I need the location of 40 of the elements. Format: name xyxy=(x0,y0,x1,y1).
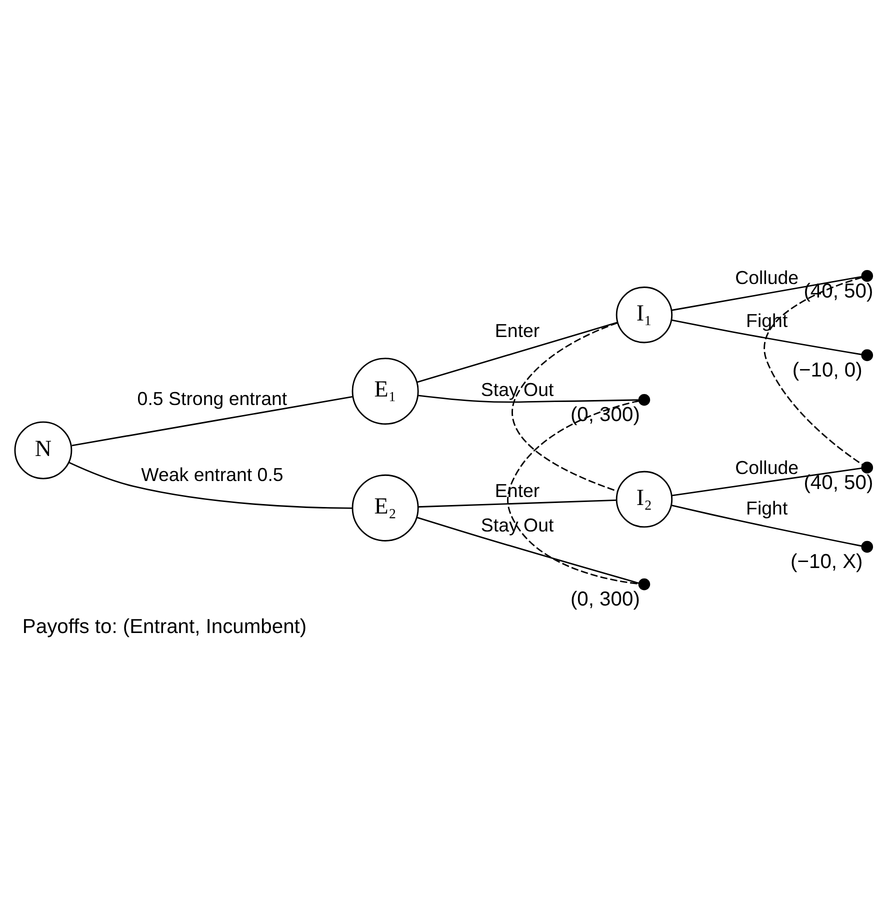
edge-label: Enter xyxy=(494,480,540,501)
node-label: (0, 300) xyxy=(570,404,640,426)
node-dot xyxy=(861,540,874,553)
edge-label: Weak entrant 0.5 xyxy=(141,464,284,486)
node-circle: E₁ xyxy=(352,358,419,425)
connector xyxy=(69,462,353,509)
edge-label: Collude xyxy=(735,266,799,288)
edge-label: Stay Out xyxy=(480,379,554,400)
connector xyxy=(764,276,863,466)
node-dot xyxy=(861,462,874,474)
node-dot xyxy=(861,270,874,282)
edge-label: Fight xyxy=(746,310,788,331)
node-label: (−10, 0) xyxy=(792,360,862,382)
connector xyxy=(672,467,862,496)
connector xyxy=(672,276,862,311)
node-circle: N xyxy=(14,421,72,480)
caption: Payoffs to: (Entrant, Incumbent) xyxy=(22,616,307,638)
connector xyxy=(418,499,617,508)
connector xyxy=(507,400,640,584)
node-label: (40, 50) xyxy=(804,472,874,494)
connector xyxy=(416,322,618,383)
connector xyxy=(512,322,618,492)
edge-label: Collude xyxy=(735,456,799,478)
node-circle: I₂ xyxy=(616,470,673,528)
edge-label: 0.5 Strong entrant xyxy=(137,388,288,409)
node-circle: E₂ xyxy=(352,474,419,542)
node-dot xyxy=(638,578,650,590)
node-dot xyxy=(638,394,650,406)
edge-label: Fight xyxy=(746,497,788,518)
connector xyxy=(671,319,862,356)
edge-label: Enter xyxy=(494,320,540,342)
edge-label: Stay Out xyxy=(480,514,554,536)
node-label: (−10, X) xyxy=(790,551,863,574)
node-dot xyxy=(861,349,874,362)
connector xyxy=(671,504,862,547)
connector xyxy=(72,396,353,446)
node-label: (0, 300) xyxy=(570,588,640,611)
connector xyxy=(418,394,639,403)
node-circle: I₁ xyxy=(616,286,673,344)
connector xyxy=(416,516,639,584)
